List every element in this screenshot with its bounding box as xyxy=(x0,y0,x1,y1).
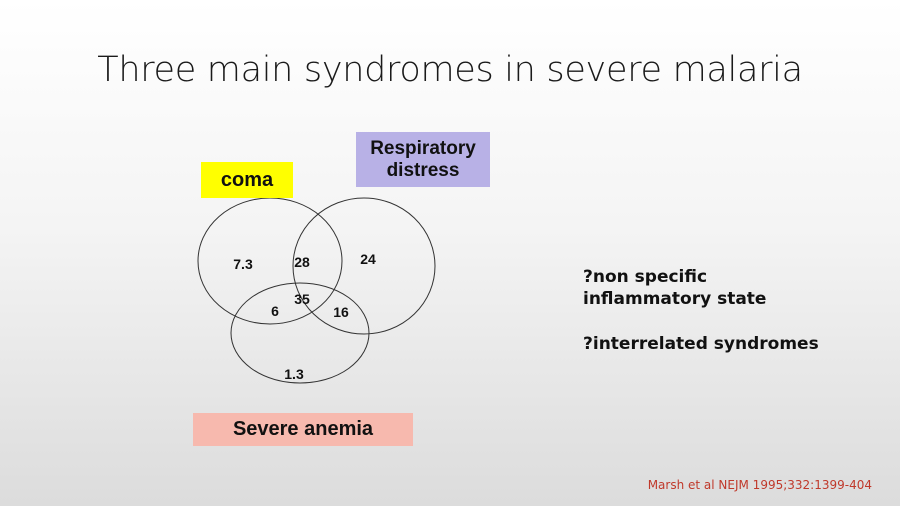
region-respiratory-only: 24 xyxy=(360,251,376,267)
note-inflammatory-state: ?non specific inflammatory state xyxy=(583,267,767,310)
severe-anemia-label: Severe anemia xyxy=(193,413,413,446)
coma-label: coma xyxy=(201,162,293,198)
note-interrelated-syndromes: ?interrelated syndromes xyxy=(583,334,819,354)
respiratory-distress-circle xyxy=(292,197,436,335)
region-coma-only: 7.3 xyxy=(233,256,253,272)
citation: Marsh et al NEJM 1995;332:1399-404 xyxy=(647,478,872,492)
region-all-three: 35 xyxy=(294,291,310,307)
slide-title: Three main syndromes in severe malaria xyxy=(97,50,803,90)
coma-circle xyxy=(197,197,343,325)
region-respiratory-anemia: 16 xyxy=(333,304,349,320)
respiratory-distress-label-text: Respiratory distress xyxy=(370,137,476,181)
region-coma-anemia: 6 xyxy=(271,303,279,319)
respiratory-distress-label: Respiratory distress xyxy=(356,132,490,187)
region-anemia-only: 1.3 xyxy=(284,366,304,382)
region-coma-respiratory: 28 xyxy=(294,254,310,270)
severe-anemia-circle xyxy=(230,282,370,384)
